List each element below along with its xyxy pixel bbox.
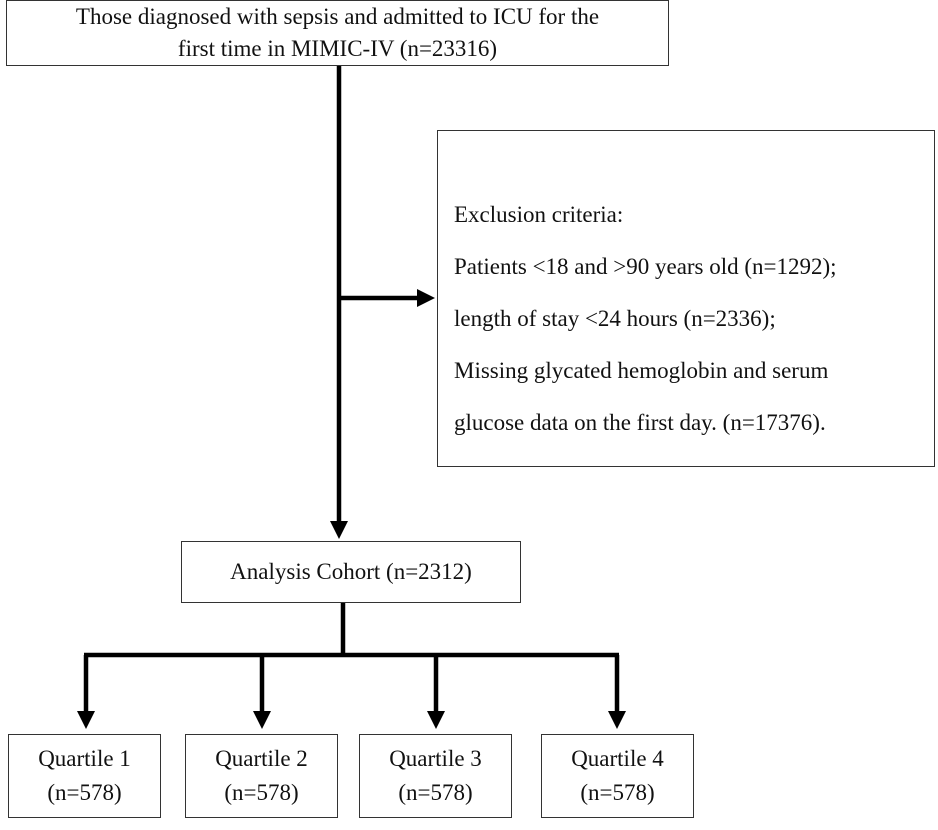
- exclusion-item-age: Patients <18 and >90 years old (n=1292);: [454, 254, 837, 279]
- exclusion-item-missing-2: glucose data on the first day. (n=17376)…: [454, 410, 826, 435]
- quartile-1-label: Quartile 1: [38, 746, 131, 771]
- cohort-label: Analysis Cohort (n=2312): [230, 559, 472, 584]
- quartile-4-label: Quartile 4: [571, 746, 664, 771]
- quartile-3-count: (n=578): [398, 780, 473, 805]
- exclusion-criteria-box: Exclusion criteria: Patients <18 and >90…: [437, 130, 935, 467]
- quartile-2-box: Quartile 2 (n=578): [185, 734, 338, 818]
- exclusion-item-stay: length of stay <24 hours (n=2336);: [454, 306, 776, 331]
- exclusion-title: Exclusion criteria:: [454, 202, 624, 227]
- exclusion-item-missing-1: Missing glycated hemoglobin and serum: [454, 358, 829, 383]
- quartile-3-label: Quartile 3: [389, 746, 482, 771]
- quartile-1-count: (n=578): [47, 780, 122, 805]
- sepsis-population-box: Those diagnosed with sepsis and admitted…: [6, 0, 669, 66]
- analysis-cohort-box: Analysis Cohort (n=2312): [181, 541, 521, 603]
- quartile-4-box: Quartile 4 (n=578): [541, 734, 694, 818]
- quartile-1-box: Quartile 1 (n=578): [8, 734, 161, 818]
- population-line-1: Those diagnosed with sepsis and admitted…: [75, 4, 600, 29]
- population-line-2: first time in MIMIC-IV (n=23316): [177, 36, 498, 61]
- quartile-4-count: (n=578): [580, 780, 655, 805]
- quartile-2-label: Quartile 2: [215, 746, 308, 771]
- quartile-2-count: (n=578): [224, 780, 299, 805]
- quartile-3-box: Quartile 3 (n=578): [359, 734, 512, 818]
